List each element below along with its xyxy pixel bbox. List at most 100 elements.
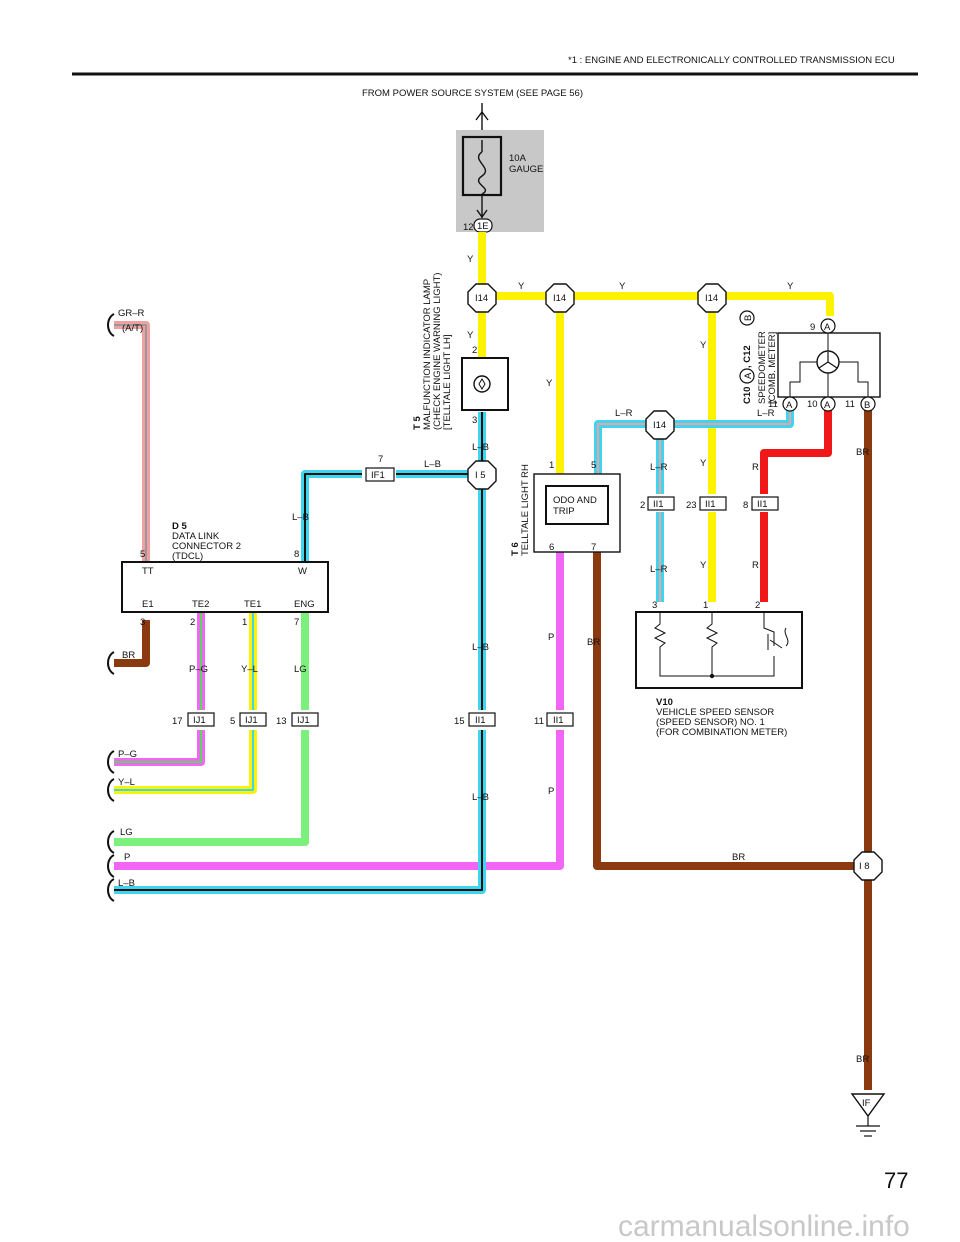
svg-text:11: 11 — [534, 716, 544, 727]
pink-wire — [114, 552, 564, 870]
odo-trip-line2: TRIP — [553, 506, 575, 517]
data-link-connector — [121, 561, 329, 613]
fuse-name: GAUGE — [509, 164, 543, 175]
splice-i14-2: I14 — [545, 283, 575, 313]
d5-pin-1: 1 — [242, 617, 247, 628]
svg-text:I 5: I 5 — [475, 470, 486, 481]
gr-r-wire — [114, 321, 150, 562]
ground-icon: IF — [850, 1093, 886, 1137]
connector-ii1-2: 2 II1 — [640, 496, 675, 511]
v10-label: V10 VEHICLE SPEED SENSOR (SPEED SENSOR) … — [656, 697, 787, 738]
wire-label-y-3: Y — [619, 281, 626, 292]
v10-pin-1: 1 — [703, 600, 708, 611]
svg-text:IJ1: IJ1 — [193, 715, 206, 726]
svg-text:I14: I14 — [475, 293, 488, 304]
svg-text:SPEEDOMETER: SPEEDOMETER — [757, 331, 768, 404]
page-number: 77 — [884, 1168, 908, 1193]
svg-text:23: 23 — [686, 500, 697, 511]
connector-1e-label: 1E — [477, 221, 489, 232]
t6-label: T 6 TELLTALE LIGHT RH — [510, 464, 531, 556]
t6-pin-7: 7 — [591, 542, 596, 553]
svg-text:DATA LINK: DATA LINK — [172, 531, 220, 542]
speed-sensor-circuit — [653, 612, 789, 677]
connector-ii1-8: 8 II1 — [743, 496, 779, 511]
fuse-arrow-icon — [476, 209, 488, 219]
svg-text:(CHECK ENGINE WARNING LIGHT): (CHECK ENGINE WARNING LIGHT) — [432, 273, 443, 430]
speed-sensor-junction — [709, 673, 715, 679]
svg-text:A: A — [824, 322, 831, 333]
d5-label: D 5 DATA LINK CONNECTOR 2 (TDCL) — [172, 521, 241, 562]
d5-term-te2: TE2 — [192, 599, 209, 610]
wire-label-br-1: BR — [856, 447, 869, 458]
t6-pin-5: 5 — [591, 460, 596, 471]
t5-lamp-box — [461, 357, 509, 411]
svg-text:8: 8 — [743, 500, 748, 511]
connector-ij1-13: 13 IJ1 — [276, 712, 319, 727]
svg-text:T 6: T 6 — [510, 542, 521, 556]
svg-text:I14: I14 — [705, 293, 718, 304]
wire-label-y-9: Y — [700, 560, 707, 571]
meter-pin-9: 9 — [810, 322, 815, 333]
wire-label-y-6: Y — [546, 378, 553, 389]
wire-label-pg-1: P–G — [189, 664, 208, 675]
wire-label-br-3: BR — [732, 852, 745, 863]
svg-text:A: A — [824, 400, 831, 411]
svg-text:2: 2 — [640, 500, 645, 511]
wire-label-r-2: R — [752, 560, 759, 571]
svg-text:V10: V10 — [656, 697, 673, 708]
splice-i14-3: I14 — [697, 283, 727, 313]
wire-label-r-1: R — [752, 462, 759, 473]
t6-pin-1: 1 — [549, 460, 554, 471]
wire-label-p-2: P — [548, 786, 554, 797]
wire-label-lb-3: L–B — [292, 512, 309, 523]
lamp-filament — [478, 378, 486, 390]
wire-label-y-7: Y — [700, 340, 707, 351]
svg-text:MALFUNCTION INDICATOR LAMP: MALFUNCTION INDICATOR LAMP — [422, 279, 433, 430]
wire-label-lb-4: L–B — [472, 642, 489, 653]
meter-conn-a-mid — [820, 396, 836, 412]
odo-trip-line1: ODO AND — [553, 495, 597, 506]
connector-ii1-11: 11 II1 — [534, 712, 574, 727]
wire-label-br-2: BR — [587, 637, 600, 648]
d5-term-w: W — [298, 566, 307, 577]
wire-label-lb-5: L–B — [472, 792, 489, 803]
d5-pin-8: 8 — [294, 549, 299, 560]
connector-if1: 7 IF1 — [365, 454, 395, 482]
d5-pin-7: 7 — [294, 617, 299, 628]
wire-label-lr-2: L–R — [757, 408, 775, 419]
meter-conn-a-top — [820, 318, 836, 334]
connector-ii1-23: 23 II1 — [686, 496, 727, 511]
v10-pin-2: 2 — [755, 600, 760, 611]
svg-text:II1: II1 — [653, 499, 664, 510]
svg-text:IJ1: IJ1 — [297, 715, 310, 726]
svg-text:IJ1: IJ1 — [245, 715, 258, 726]
svg-text:B: B — [743, 315, 754, 321]
light-green-wire — [114, 612, 309, 846]
meter-pin-11b: 11 — [845, 399, 855, 410]
meter-label: C10 A , C12 B SPEEDOMETER [COMB. METER] — [739, 310, 778, 404]
wire-label-lb-1: L–B — [472, 442, 489, 453]
wire-label-lg-1: LG — [294, 664, 307, 675]
wire-label-br-5: BR — [122, 650, 135, 661]
wire-label-lb-2: L–B — [424, 459, 441, 470]
wire-label-lr-1: L–R — [615, 408, 633, 419]
wire-label-y-5: Y — [467, 330, 474, 341]
d5-term-tt: TT — [142, 566, 154, 577]
svg-text:VEHICLE SPEED SENSOR: VEHICLE SPEED SENSOR — [656, 707, 774, 718]
lamp-icon — [473, 375, 491, 393]
svg-text:II1: II1 — [475, 715, 486, 726]
splice-i5: I 5 — [467, 460, 497, 490]
p-g-wire — [114, 612, 205, 766]
splice-i8: I 8 — [853, 851, 883, 881]
fuse-icon — [477, 151, 487, 195]
svg-text:[COMB. METER]: [COMB. METER] — [767, 332, 778, 404]
red-wire — [760, 410, 832, 602]
meter-pin-11a: 11 — [768, 399, 778, 410]
d5-pin-3: 3 — [140, 617, 145, 628]
wire-label-y-2: Y — [518, 281, 525, 292]
fuse-rating: 10A — [509, 153, 527, 164]
connector-ij1-17: 17 IJ1 — [172, 712, 215, 727]
power-feed-arrow-icon — [475, 110, 489, 121]
t5-pin-bottom: 3 — [472, 415, 477, 426]
